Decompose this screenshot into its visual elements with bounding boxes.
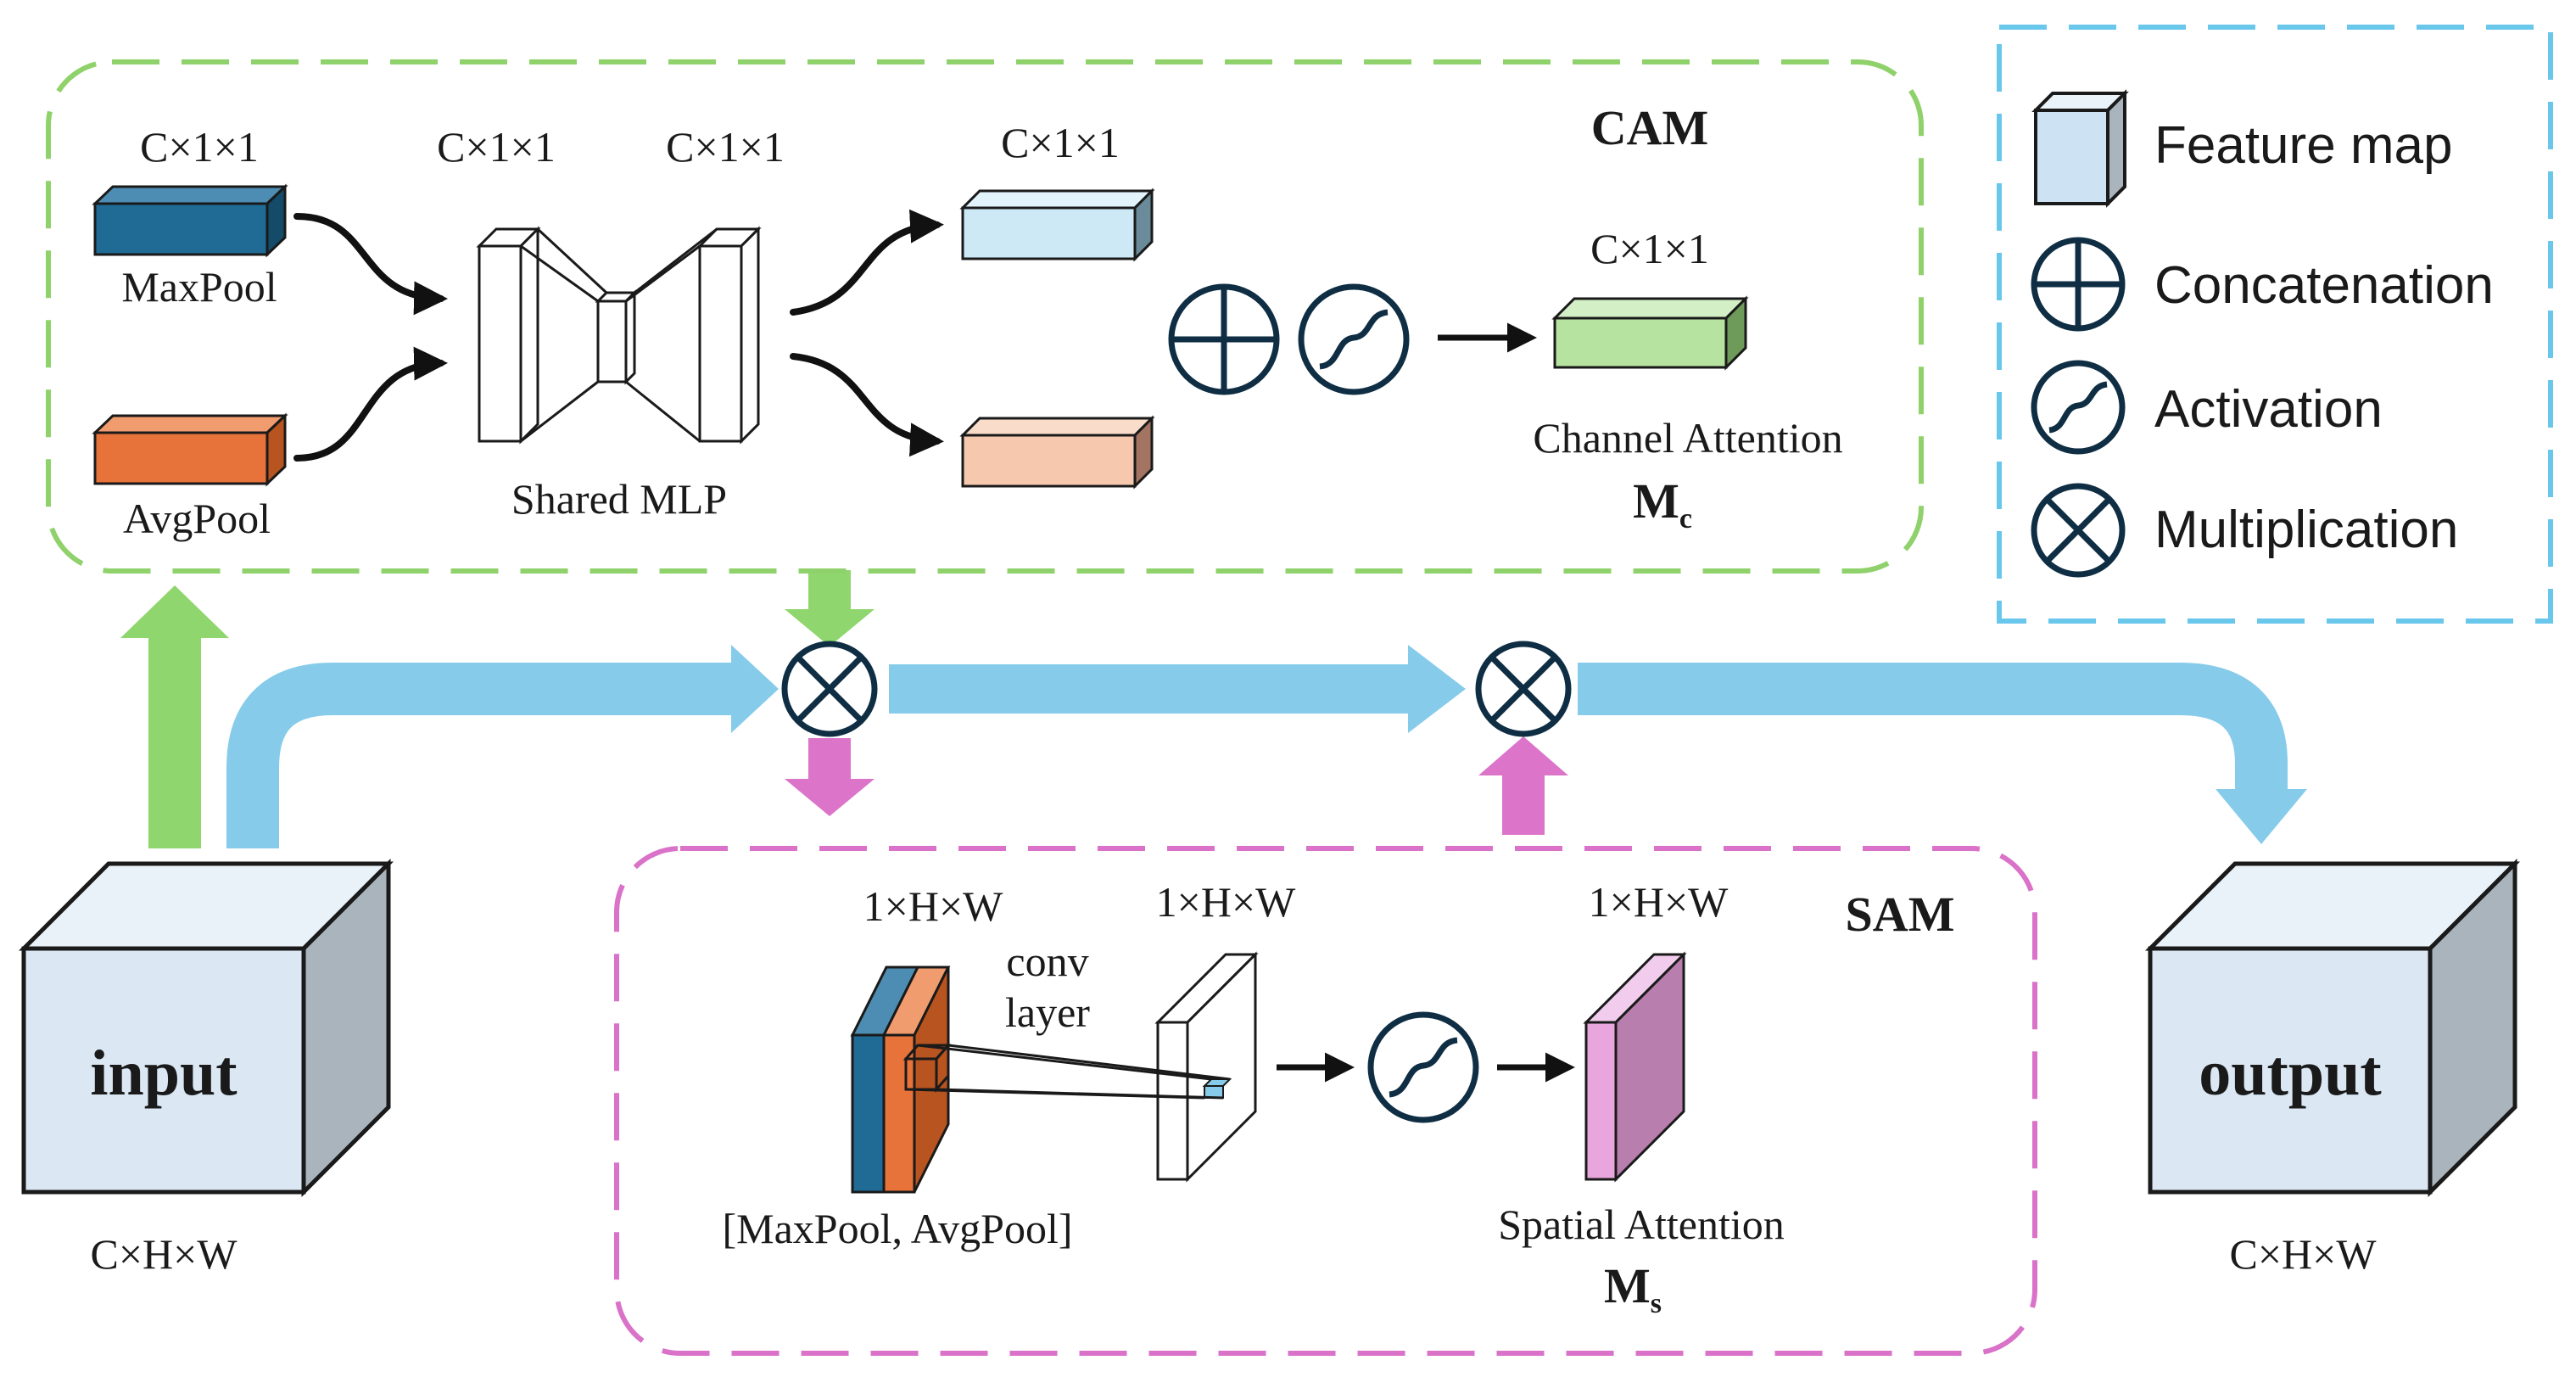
input-to-multiply-path	[226, 645, 779, 848]
multiply-to-output-path	[1578, 663, 2307, 844]
sam-conv-shape-label: 1×H×W	[1156, 878, 1297, 926]
mlp-output-bottom-block	[959, 415, 1155, 490]
maxpool-shape-label: C×1×1	[140, 123, 259, 171]
input-label: input	[90, 1038, 237, 1109]
maxpool-to-mlp-arrow	[293, 213, 448, 316]
mlp-input-shape-label: C×1×1	[437, 123, 556, 171]
conv-layer-label-line2: layer	[1005, 988, 1090, 1036]
pooled-maps-stack	[850, 966, 952, 1194]
concatenation-node	[1168, 283, 1280, 395]
sam-to-multiply-arrow	[1478, 736, 1568, 835]
cam-to-multiply-arrow	[785, 570, 874, 647]
cam-title: CAM	[1591, 100, 1709, 155]
ms-symbol-subscript: s	[1651, 1288, 1662, 1319]
mc-symbol-subscript: c	[1679, 503, 1692, 535]
output-cube: output	[2144, 858, 2521, 1198]
multiply-node-2	[1475, 641, 1572, 737]
mlp-to-bottom-output-arrow	[790, 353, 944, 457]
multiply-node-1	[781, 641, 878, 737]
output-label: output	[2199, 1038, 2381, 1109]
spatial-attention-label: Spatial Attention	[1498, 1201, 1784, 1248]
input-shape-label: C×H×W	[90, 1230, 237, 1278]
output-shape-label: C×H×W	[2229, 1230, 2377, 1278]
multiply-to-multiply-path	[889, 645, 1466, 733]
spatial-attention-map	[1583, 951, 1687, 1183]
avgpool-to-mlp-arrow	[293, 346, 448, 462]
mlp-output-shape-label: C×1×1	[666, 123, 785, 171]
legend-feature-map-label: Feature map	[2154, 116, 2453, 175]
mc-symbol-main: M	[1633, 473, 1679, 529]
mc-symbol: Mc	[1633, 473, 1692, 535]
legend: Feature map Concatenation Activation Mul…	[1997, 25, 2553, 624]
sam-module: SAM 1×H×W 1×H×W 1×H×W conv layer	[614, 846, 2037, 1356]
multiplication-icon	[2031, 483, 2126, 578]
concatenation-icon	[2031, 237, 2126, 332]
shared-mlp-label: Shared MLP	[511, 475, 727, 523]
mlp-out-shape-label: C×1×1	[1001, 119, 1120, 166]
ms-symbol-main: M	[1604, 1258, 1651, 1313]
input-cube: input	[18, 858, 394, 1198]
ms-symbol: Ms	[1604, 1258, 1662, 1319]
activation-node	[1298, 283, 1410, 395]
shared-mlp	[476, 226, 762, 445]
conv-output-map	[1154, 951, 1259, 1183]
sam-in-shape-label: 1×H×W	[863, 882, 1004, 930]
mlp-output-top-block	[959, 188, 1155, 262]
conv-projection-lines	[905, 1044, 1231, 1100]
conv-layer-label-line1: conv	[1006, 938, 1088, 985]
legend-activation-label: Activation	[2154, 380, 2383, 439]
main-flow	[120, 570, 2307, 848]
avgpool-block	[92, 412, 288, 487]
pool-pair-label: [MaxPool, AvgPool]	[723, 1205, 1073, 1252]
sam-activation-node	[1367, 1011, 1479, 1123]
legend-concatenation-label: Concatenation	[2154, 256, 2494, 315]
input-to-cam-arrow	[120, 585, 229, 848]
legend-multiplication-label: Multiplication	[2154, 501, 2458, 559]
maxpool-label: MaxPool	[121, 263, 277, 311]
channel-attention-block	[1551, 295, 1749, 371]
sam-out-shape-label: 1×H×W	[1589, 878, 1729, 926]
channel-attention-label: Channel Attention	[1533, 414, 1842, 462]
maxpool-block	[92, 183, 288, 258]
cam-module: CAM C×1×1 MaxPool AvgPool C×1×1 C×1×1	[46, 59, 1924, 574]
mlp-to-top-output-arrow	[790, 209, 944, 316]
avgpool-label: AvgPool	[123, 495, 271, 542]
feature-map-icon	[2031, 89, 2129, 208]
multiply-to-sam-arrow	[785, 738, 874, 816]
mc-shape-label: C×1×1	[1590, 225, 1709, 272]
activation-icon	[2031, 360, 2126, 455]
sam-title: SAM	[1846, 887, 1955, 942]
